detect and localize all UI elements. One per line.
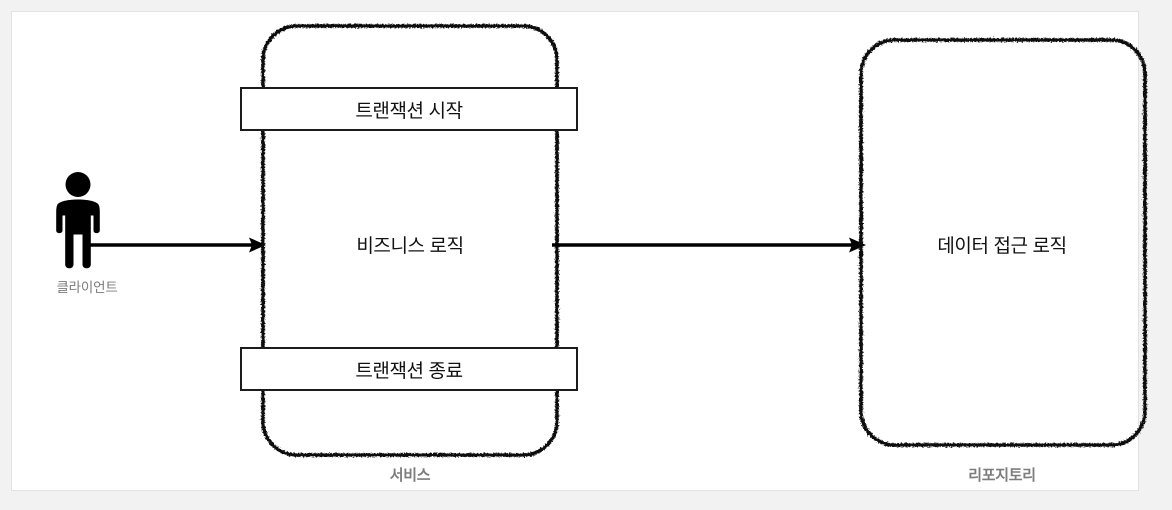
diagram-canvas: 클라이언트 xyxy=(11,11,1147,491)
service-caption: 서비스 xyxy=(389,467,431,484)
arrow-service-to-repository xyxy=(552,230,866,260)
transaction-end-box: 트랜잭션 종료 xyxy=(240,347,578,391)
repository-caption: 리포지토리 xyxy=(968,467,1036,484)
transaction-end-label: 트랜잭션 종료 xyxy=(355,360,463,382)
service-body-label: 비즈니스 로직 xyxy=(356,236,464,257)
repository-boundary xyxy=(848,28,1158,456)
actor-client-label: 클라이언트 xyxy=(56,280,118,295)
arrow-client-to-service xyxy=(86,230,266,260)
actor-client: 클라이언트 xyxy=(32,172,142,307)
service-boundary xyxy=(250,14,570,466)
transaction-begin-box: 트랜잭션 시작 xyxy=(240,87,578,131)
repository-body-label: 데이터 접근 로직 xyxy=(937,236,1067,257)
diagram-stage: 클라이언트 xyxy=(12,12,1147,490)
person-actor-icon xyxy=(52,172,104,270)
transaction-begin-label: 트랜잭션 시작 xyxy=(355,100,463,122)
